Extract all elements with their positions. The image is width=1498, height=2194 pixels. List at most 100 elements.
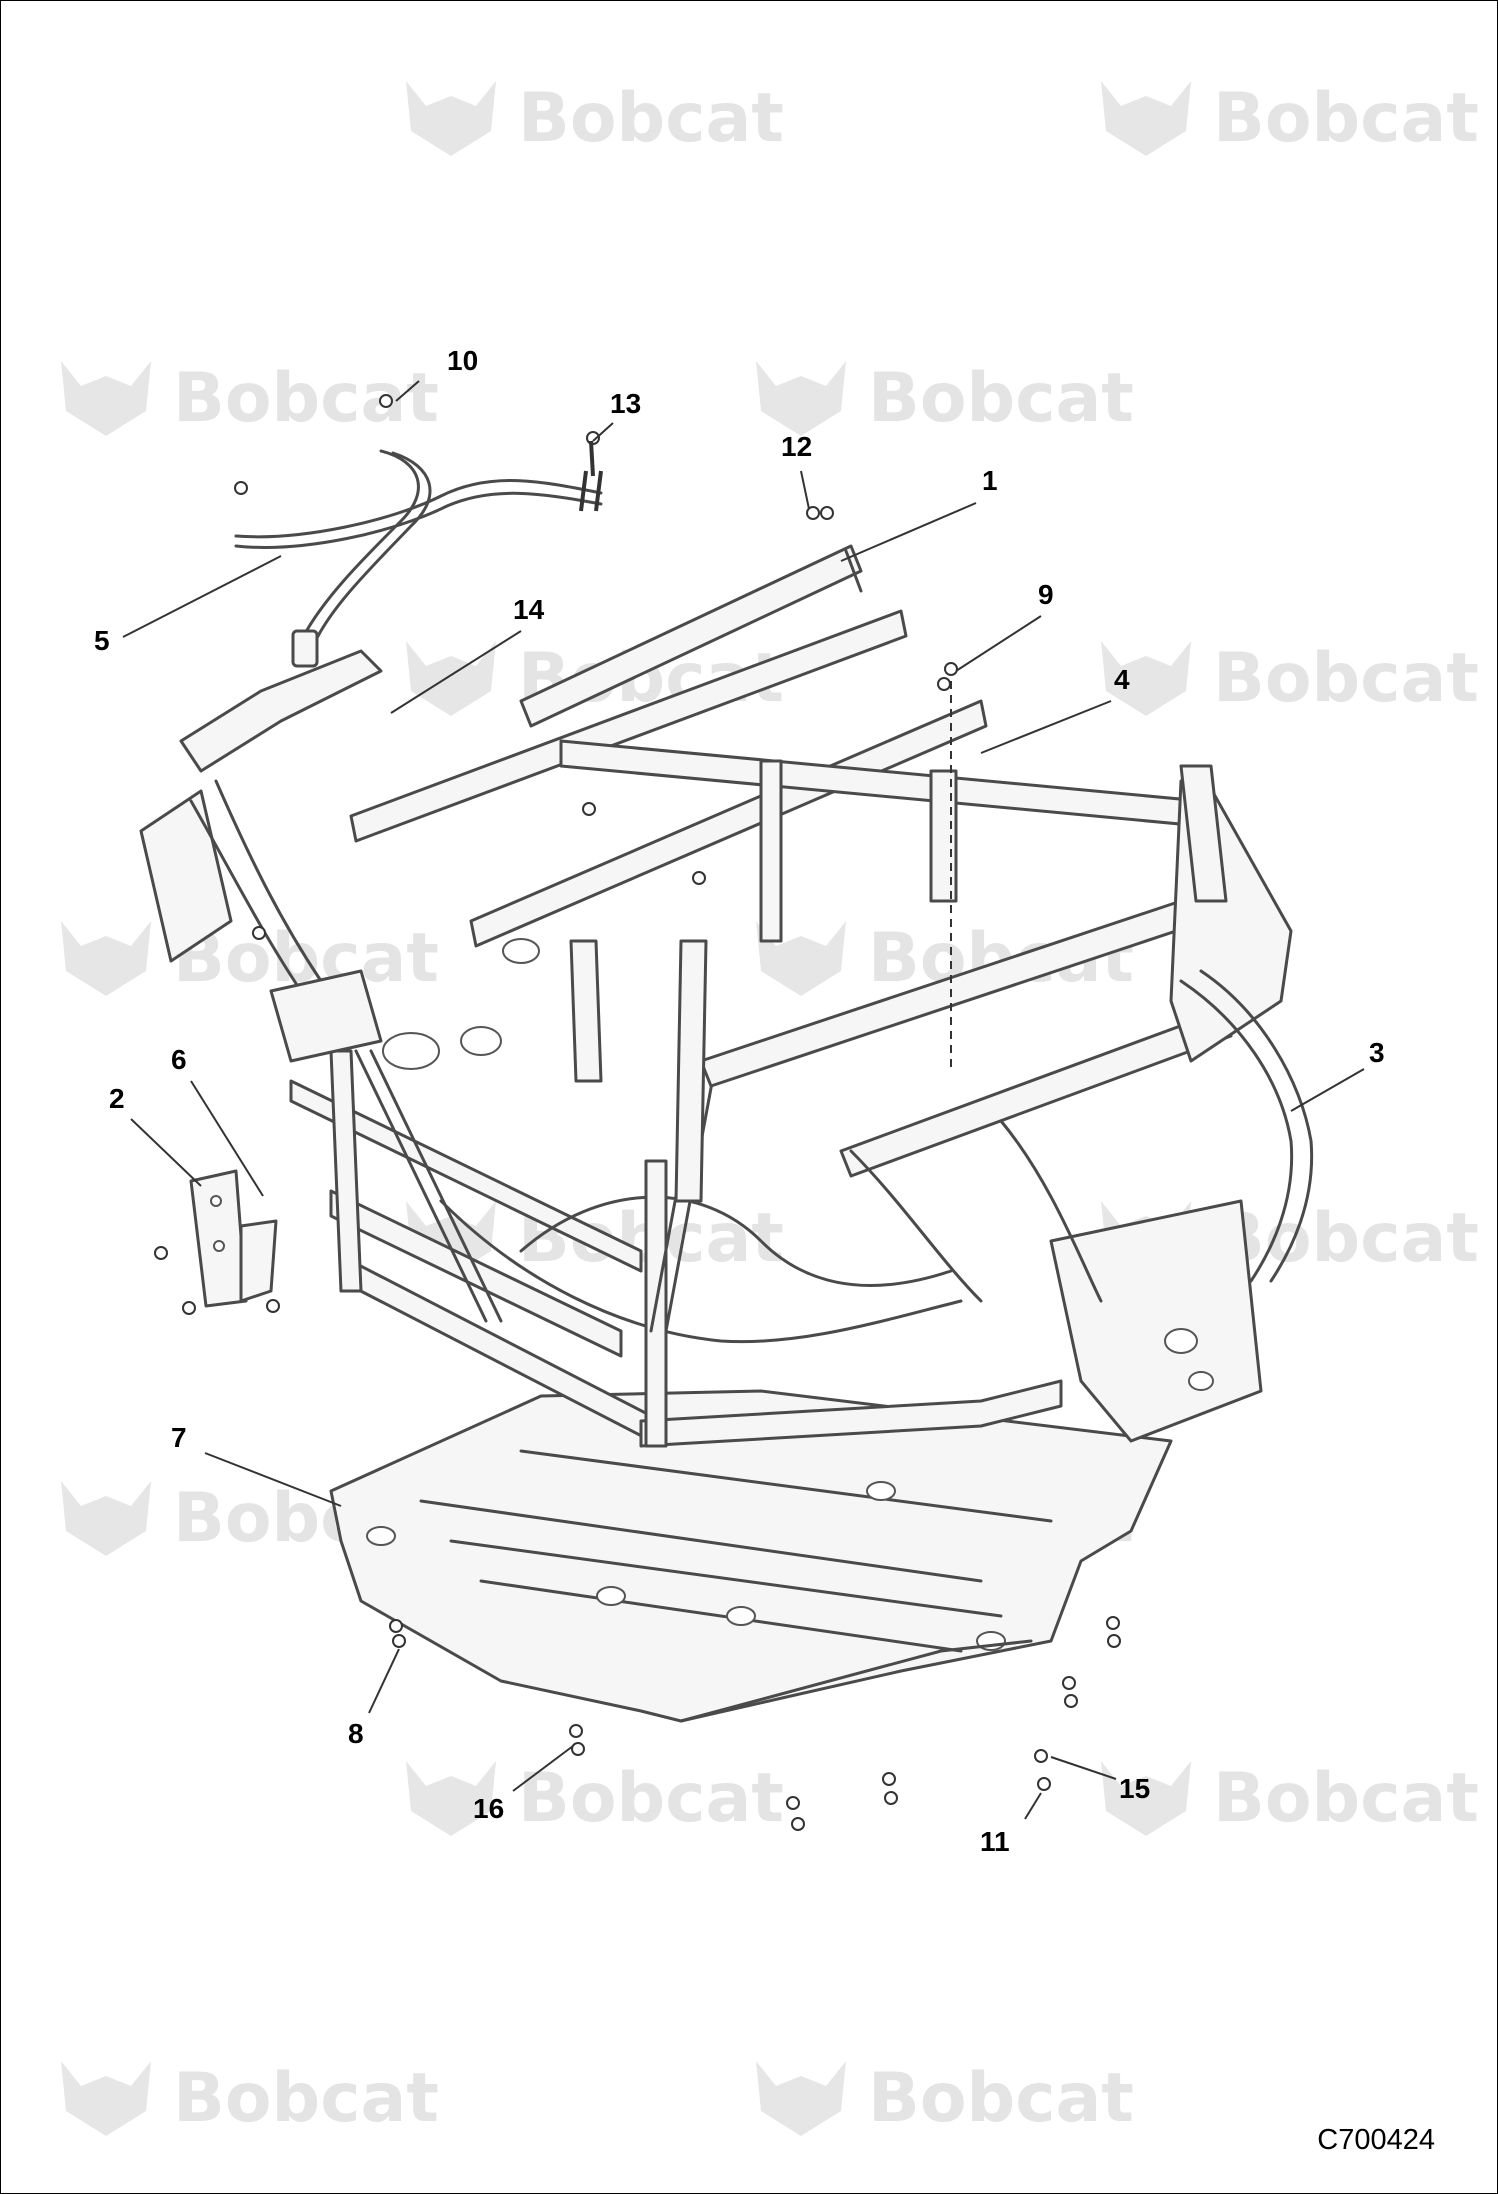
bobcat-watermark: Bobcat. — [61, 359, 439, 438]
watermark-mark: . — [396, 2102, 402, 2126]
leader-line — [130, 1118, 202, 1187]
leader-line — [800, 470, 810, 510]
watermark-mark: . — [741, 1242, 747, 1266]
bobcat-logo-icon — [61, 921, 151, 996]
bolt-icon — [589, 440, 595, 477]
leader-line — [122, 555, 282, 638]
fastener-icon — [1037, 1777, 1051, 1791]
fastener-icon — [944, 662, 958, 676]
callout-item-15: 15 — [1050, 1756, 1150, 1804]
leader-line — [955, 615, 1042, 672]
bobcat-watermark: Bobcat. — [756, 2059, 1134, 2138]
watermark-mark: . — [741, 122, 747, 146]
fastener-icon — [884, 1791, 898, 1805]
callout-number: 14 — [513, 594, 545, 625]
callout-item-9: 9 — [955, 579, 1054, 672]
bobcat-logo-icon — [1101, 1761, 1191, 1836]
leader-line — [1024, 1792, 1042, 1820]
leader-line — [980, 700, 1112, 754]
grab-bar — [234, 449, 603, 668]
watermark-brand: Bobcat — [1213, 79, 1479, 158]
fastener-icon — [806, 506, 820, 520]
callout-number: 13 — [610, 388, 641, 419]
leader-line — [204, 1452, 342, 1507]
callout-item-16: 16 — [473, 1745, 574, 1824]
fastener-icon — [820, 506, 834, 520]
watermark-brand: Bobcat — [868, 2059, 1134, 2138]
callout-item-10: 10 — [395, 345, 478, 402]
fastener-icon — [1034, 1749, 1048, 1763]
callout-number: 5 — [94, 625, 110, 656]
bobcat-logo-icon — [61, 1481, 151, 1556]
fastener-icon — [692, 871, 706, 885]
callout-number: 11 — [980, 1826, 1010, 1857]
fastener-icon — [379, 394, 393, 408]
fastener-layer — [154, 394, 1121, 1831]
callout-item-13: 13 — [592, 388, 641, 442]
bobcat-logo-icon — [61, 361, 151, 436]
bobcat-logo-icon — [406, 641, 496, 716]
leader-line — [592, 422, 614, 442]
bolt-icon — [594, 470, 603, 512]
fastener-icon — [937, 677, 951, 691]
leader-line — [368, 1648, 400, 1714]
watermark-mark: . — [1436, 122, 1442, 146]
leader-line — [512, 1745, 574, 1792]
fastener-icon — [569, 1724, 583, 1738]
fastener-icon — [266, 1299, 280, 1313]
callout-item-2: 2 — [109, 1083, 202, 1187]
watermark-brand: Bobcat — [1213, 639, 1479, 718]
figure-code: C700424 — [1317, 2124, 1435, 2156]
callout-item-4: 4 — [980, 664, 1130, 754]
callout-number: 3 — [1369, 1037, 1385, 1068]
bobcat-watermark: Bobcat. — [1101, 639, 1479, 718]
fastener-icon — [1064, 1694, 1078, 1708]
watermark-mark: . — [1091, 962, 1097, 986]
callout-number: 16 — [473, 1793, 504, 1824]
bobcat-logo-icon — [756, 2061, 846, 2136]
watermark-brand: Bobcat — [1213, 1759, 1479, 1838]
callout-item-8: 8 — [348, 1648, 400, 1749]
fastener-icon — [1106, 1616, 1120, 1630]
fastener-icon — [392, 1634, 406, 1648]
callout-number: 2 — [109, 1083, 125, 1114]
leader-line — [190, 1080, 264, 1197]
watermark-mark: . — [1436, 1802, 1442, 1826]
callout-number: 9 — [1038, 579, 1054, 610]
callout-item-7: 7 — [171, 1422, 342, 1507]
callout-number: 10 — [447, 345, 478, 376]
bobcat-logo-icon — [61, 2061, 151, 2136]
callout-number: 4 — [1114, 664, 1130, 695]
watermark-mark: . — [741, 1802, 747, 1826]
watermark-mark: . — [1091, 402, 1097, 426]
side-bracket — [189, 1169, 278, 1308]
watermark-brand: Bobcat — [1213, 1199, 1479, 1278]
bobcat-logo-icon — [1101, 81, 1191, 156]
callout-number: 15 — [1119, 1773, 1150, 1804]
bobcat-logo-icon — [756, 361, 846, 436]
bobcat-watermark: Bobcat. — [406, 1759, 784, 1838]
watermark-mark: . — [396, 402, 402, 426]
callout-item-1: 1 — [840, 465, 998, 562]
fastener-icon — [234, 481, 248, 495]
fastener-icon — [389, 1619, 403, 1633]
callout-number: 8 — [348, 1718, 364, 1749]
bobcat-watermark: Bobcat. — [1101, 79, 1479, 158]
leader-line — [840, 502, 977, 562]
bobcat-watermark: Bobcat. — [756, 359, 1134, 438]
watermark-mark: . — [1436, 1242, 1442, 1266]
watermark-mark: . — [1436, 682, 1442, 706]
watermark-layer: Bobcat.Bobcat.Bobcat.Bobcat.Bobcat.Bobca… — [61, 79, 1479, 2138]
bolt-icon — [579, 470, 588, 512]
bobcat-logo-icon — [756, 921, 846, 996]
callout-number: 12 — [781, 431, 812, 462]
leader-line — [390, 630, 522, 714]
callout-number: 6 — [171, 1044, 187, 1075]
callout-number: 1 — [982, 465, 998, 496]
main-frame — [139, 609, 1314, 1448]
bobcat-logo-icon — [406, 1761, 496, 1836]
fastener-icon — [182, 1301, 196, 1315]
leader-line — [1050, 1756, 1117, 1780]
callout-number: 7 — [171, 1422, 187, 1453]
